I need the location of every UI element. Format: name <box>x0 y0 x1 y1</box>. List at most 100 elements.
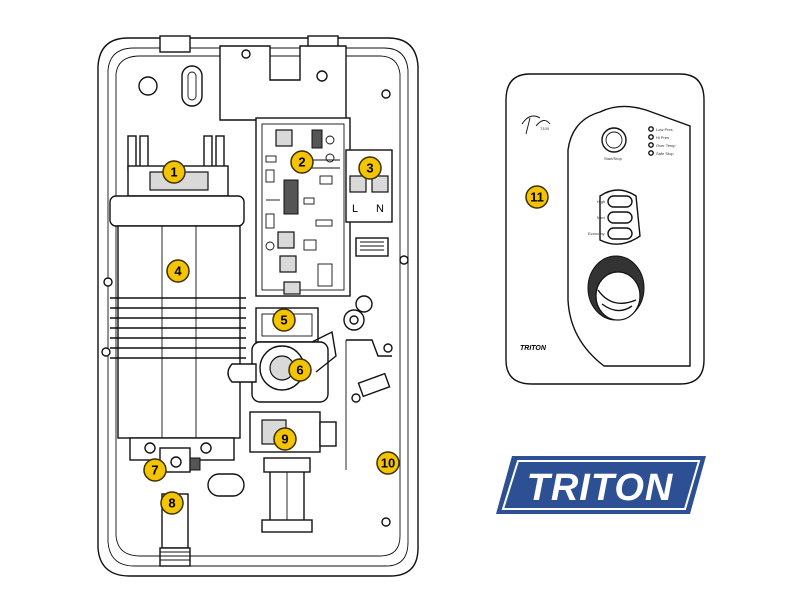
logo-badge <box>496 456 706 514</box>
outlet-thread-lines <box>160 551 190 561</box>
pcb-board-inner <box>261 123 345 291</box>
pcb-board <box>255 117 351 297</box>
power-label-med: Med <box>597 215 605 220</box>
callout-6: 6 <box>288 358 312 382</box>
mount-hole-left <box>138 76 158 96</box>
inlet-pipe-base <box>261 519 313 533</box>
callout-number: 6 <box>296 363 303 378</box>
logo-badge-inner <box>501 460 701 510</box>
cover-model-sub: T100 <box>540 126 550 131</box>
callout-4: 4 <box>166 259 190 283</box>
outlet-pipe-thread <box>159 547 191 567</box>
bottom-screw-right <box>381 517 391 527</box>
mount-slot <box>181 65 203 107</box>
mount-hole-right <box>381 89 391 99</box>
callout-3: 3 <box>358 156 382 180</box>
pcb-relay <box>311 129 323 149</box>
pcb-button-1 <box>275 129 293 147</box>
heater-terminal-left-a <box>127 135 137 171</box>
callout-number: 4 <box>174 264 182 279</box>
callout-number: 1 <box>170 165 177 180</box>
power-button-med[interactable] <box>607 211 633 224</box>
logo-text: TRITON <box>527 467 674 509</box>
thermistor-screw <box>170 456 182 468</box>
callout-circle <box>160 491 184 515</box>
backplate-inner-wall <box>115 55 401 557</box>
callout-circle <box>358 156 382 180</box>
terminal-label-live: L <box>352 203 358 215</box>
earth-terminal-ridges <box>360 241 384 251</box>
led-label-1: Low Pres <box>656 127 673 132</box>
right-screw-2 <box>351 393 361 403</box>
start-stop-label: Start/Stop <box>604 156 623 161</box>
callout-2: 2 <box>290 150 314 174</box>
terminal-screw-live <box>349 175 367 193</box>
heater-tank-body <box>117 225 241 439</box>
right-screw <box>383 343 393 353</box>
callout-circle <box>288 358 312 382</box>
tank-base-screw-right <box>200 442 212 454</box>
heater-terminal-right-b <box>215 135 225 171</box>
callout-circle <box>290 150 314 174</box>
callout-number: 9 <box>281 432 288 447</box>
power-button-economy[interactable] <box>607 227 633 240</box>
led-1 <box>648 126 654 132</box>
pcb-button-4 <box>283 281 301 295</box>
right-clip <box>357 372 391 398</box>
pcb-chip <box>283 179 299 215</box>
top-bracket-hole <box>316 70 328 82</box>
power-button-high[interactable] <box>607 195 633 208</box>
outlet-pipe <box>227 363 257 383</box>
terminal-screw-neutral <box>371 175 389 193</box>
callout-1: 1 <box>162 160 186 184</box>
pcb-button-2 <box>277 231 295 249</box>
callout-9: 9 <box>273 427 297 451</box>
power-label-high: High <box>597 199 605 204</box>
cover-model-script <box>521 115 551 135</box>
callout-number: 2 <box>298 155 305 170</box>
led-3 <box>648 142 654 148</box>
side-screw-left-2 <box>101 347 111 357</box>
callout-circle <box>272 308 296 332</box>
terminal-label-neutral: N <box>376 203 384 215</box>
cable-clamp-inner <box>349 315 359 325</box>
power-label-economy: Economy <box>588 231 605 236</box>
callout-circle <box>273 427 297 451</box>
cover-brand: TRITON <box>520 345 547 352</box>
flow-valve-connector <box>319 421 337 447</box>
side-screw-left <box>103 277 113 287</box>
mount-slot-inner <box>187 71 197 101</box>
callout-circle <box>143 458 167 482</box>
callout-circle <box>525 185 549 209</box>
shower-front-cover: T100 Start/Stop Low Pres Hi Pres Over Te… <box>505 73 705 385</box>
side-screw-right <box>399 255 409 265</box>
callout-markers: 1 2 3 4 5 6 7 8 9 10 11 <box>143 150 549 515</box>
callout-number: 3 <box>366 161 373 176</box>
heater-tank-ribs <box>110 297 246 359</box>
callout-7: 7 <box>143 458 167 482</box>
earth-terminal <box>355 237 389 257</box>
callout-number: 10 <box>381 456 395 471</box>
callout-10: 10 <box>376 451 400 475</box>
callout-number: 8 <box>168 496 175 511</box>
backplate-inner-rim <box>107 47 409 567</box>
right-side-bracket <box>346 339 392 357</box>
callout-circle <box>162 160 186 184</box>
heater-tank-top <box>109 195 245 227</box>
callout-5: 5 <box>272 308 296 332</box>
callout-circle <box>166 259 190 283</box>
shower-internal-unit: L N <box>97 35 419 577</box>
solenoid-bracket <box>311 330 337 373</box>
start-stop-button[interactable] <box>601 127 627 153</box>
top-clip-left <box>159 35 191 53</box>
callout-number: 11 <box>530 190 544 205</box>
led-label-3: Over Temp <box>656 143 676 148</box>
tank-base-screw-left <box>144 442 156 454</box>
callout-number: 7 <box>151 463 158 478</box>
cable-entry-slot <box>207 473 245 497</box>
thermistor-clip <box>189 457 201 471</box>
heater-terminal-left-b <box>139 135 149 171</box>
led-label-4: Safe Stop <box>656 151 674 156</box>
callout-11: 11 <box>525 185 549 209</box>
